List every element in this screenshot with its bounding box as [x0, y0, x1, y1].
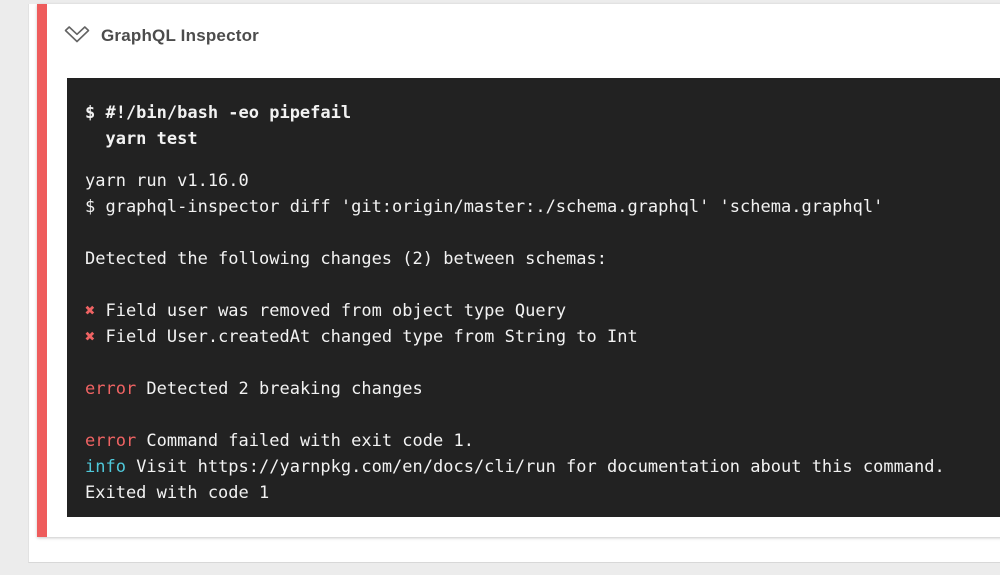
terminal-line: ✖ Field User.createdAt changed type from…	[85, 324, 994, 350]
build-step-panel: GraphQL Inspector $ #!/bin/bash -eo pipe…	[28, 4, 1000, 563]
cross-mark-icon: ✖	[85, 301, 96, 321]
terminal-line: info Visit https://yarnpkg.com/en/docs/c…	[85, 454, 994, 480]
terminal-line: $ #!/bin/bash -eo pipefail	[85, 100, 994, 126]
terminal-text: Detected 2 breaking changes	[136, 379, 423, 399]
cross-mark-icon: ✖	[85, 327, 96, 347]
section-header[interactable]: GraphQL Inspector	[47, 4, 1000, 78]
terminal-text: $ #!/bin/bash -eo pipefail	[85, 103, 352, 123]
terminal-text: Command failed with exit code 1.	[136, 431, 474, 451]
terminal-line: Exited with code 1	[85, 480, 994, 506]
terminal-line: yarn test	[85, 126, 994, 152]
terminal-line	[85, 402, 994, 428]
terminal-line	[85, 152, 994, 168]
error-label: error	[85, 431, 137, 451]
terminal-line: ✖ Field user was removed from object typ…	[85, 298, 994, 324]
terminal-text: Field user was removed from object type …	[95, 301, 567, 321]
terminal-text: yarn run v1.16.0	[85, 171, 249, 191]
terminal-output[interactable]: $ #!/bin/bash -eo pipefail yarn test yarn…	[67, 78, 1000, 517]
terminal-line: Detected the following changes (2) betwe…	[85, 246, 994, 272]
error-label: error	[85, 379, 137, 399]
info-label: info	[85, 457, 126, 477]
collapse-chevron-icon[interactable]	[63, 24, 91, 48]
terminal-text: Visit https://yarnpkg.com/en/docs/cli/ru…	[125, 457, 945, 477]
terminal-line: error Detected 2 breaking changes	[85, 376, 994, 402]
terminal-line: yarn run v1.16.0	[85, 168, 994, 194]
terminal-text: yarn test	[85, 129, 198, 149]
terminal-line	[85, 220, 994, 246]
terminal-line	[85, 272, 994, 298]
terminal-text: Detected the following changes (2) betwe…	[85, 249, 607, 269]
graphql-inspector-card: GraphQL Inspector $ #!/bin/bash -eo pipe…	[37, 4, 1000, 537]
terminal-line: error Command failed with exit code 1.	[85, 428, 994, 454]
terminal-line	[85, 350, 994, 376]
terminal-line: $ graphql-inspector diff 'git:origin/mas…	[85, 194, 994, 220]
terminal-text: Exited with code 1	[85, 483, 270, 503]
section-title: GraphQL Inspector	[101, 26, 260, 45]
terminal-text: Field User.createdAt changed type from S…	[95, 327, 638, 347]
terminal-text: $ graphql-inspector diff 'git:origin/mas…	[85, 197, 884, 217]
